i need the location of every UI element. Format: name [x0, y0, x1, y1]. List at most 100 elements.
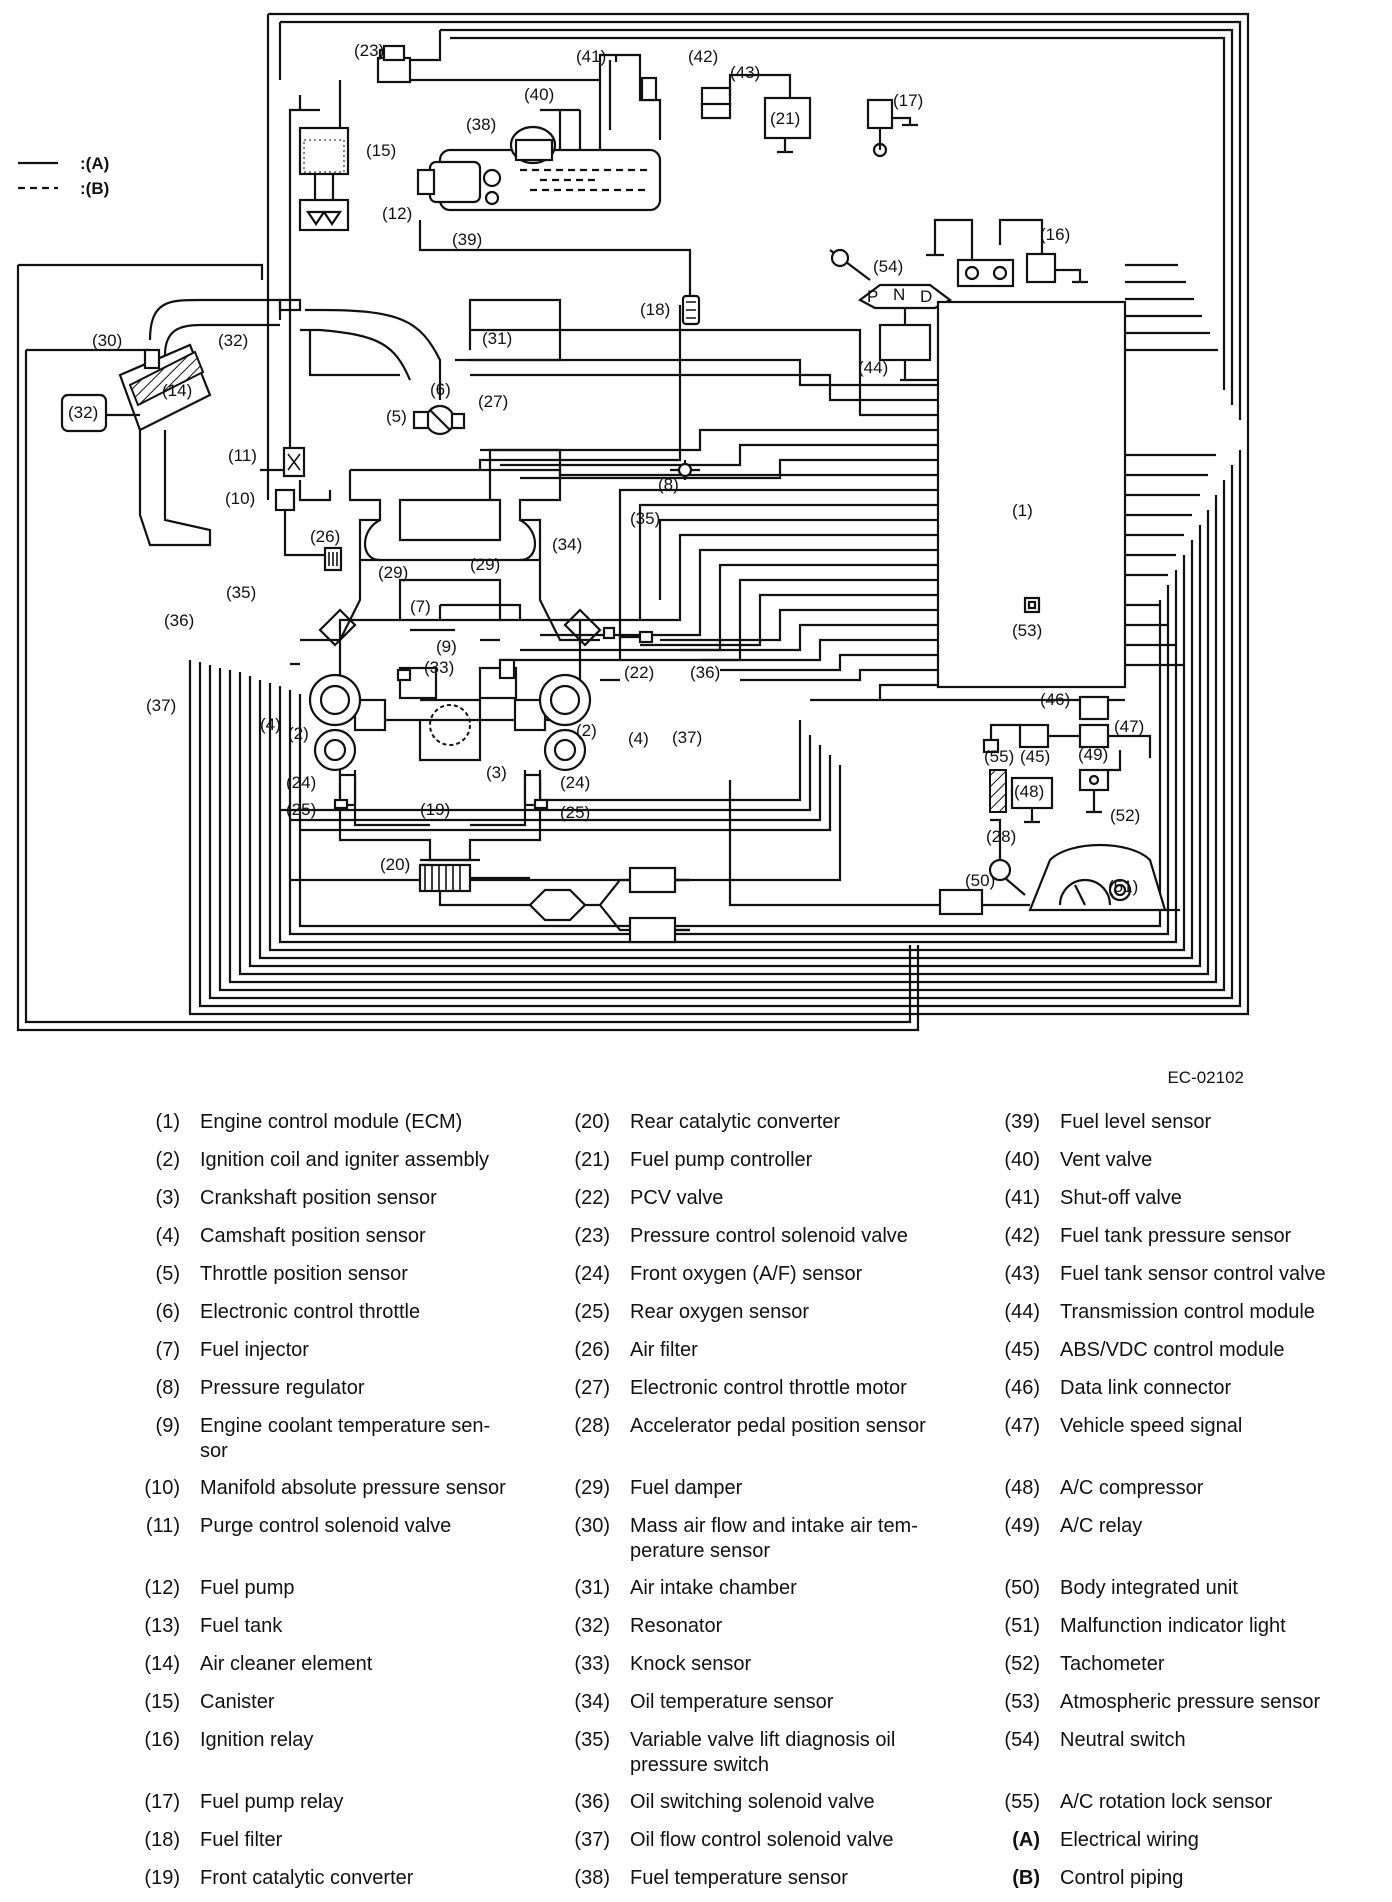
- fuel-pump-relay: [866, 98, 918, 158]
- callout-43: (43): [730, 63, 760, 82]
- callout-54: (54): [873, 257, 903, 276]
- legend-text: A/C relay: [1060, 1515, 1143, 1537]
- legend-number: (17): [144, 1791, 180, 1813]
- legend-text: Fuel pump relay: [200, 1791, 344, 1813]
- legend-number: (22): [574, 1187, 610, 1209]
- legend-text: Ignition coil and igniter assembly: [200, 1149, 490, 1171]
- legend-text: Throttle position sensor: [200, 1263, 408, 1285]
- legend-number: (42): [1004, 1225, 1040, 1247]
- fuel-filter: [681, 294, 701, 326]
- ignition-relay: [998, 218, 1088, 284]
- callout-30: (30): [92, 331, 122, 350]
- legend-text: Fuel injector: [200, 1339, 309, 1361]
- legend-number: (47): [1004, 1415, 1040, 1437]
- key-label-b: :(B): [80, 179, 109, 198]
- manifold-absolute-pressure-sensor: [274, 488, 325, 557]
- legend-item: (14)Air cleaner element: [120, 1652, 520, 1677]
- legend-number: (39): [1004, 1111, 1040, 1133]
- legend-number: (9): [155, 1415, 180, 1437]
- legend-item: (9) Engine coolant temperature sen- sor: [120, 1414, 520, 1464]
- callout-55: (55): [984, 747, 1014, 766]
- legend-item: (41)Shut-off valve: [980, 1186, 1380, 1211]
- legend-number: (19): [144, 1867, 180, 1889]
- legend-item: (23)Pressure control solenoid valve: [550, 1224, 950, 1249]
- legend-number: (12): [144, 1577, 180, 1599]
- callout-10: (10): [225, 489, 255, 508]
- oil-sensors: [290, 626, 654, 682]
- callout-2-left: (2): [288, 724, 309, 743]
- electronic-control-throttle: [412, 404, 466, 436]
- legend-item: (24)Front oxygen (A/F) sensor: [550, 1262, 950, 1287]
- callout-50: (50): [965, 871, 995, 890]
- legend-item: (27)Electronic control throttle motor: [550, 1376, 950, 1401]
- legend-text: Vent valve: [1060, 1149, 1153, 1171]
- callout-35-right: (35): [630, 509, 660, 528]
- legend-text: Fuel temperature sensor: [630, 1867, 848, 1889]
- transmission-control-module: [878, 323, 938, 382]
- legend-item: (10)Manifold absolute pressure sensor: [120, 1476, 520, 1501]
- callout-28: (28): [986, 827, 1016, 846]
- legend-text: Vehicle speed signal: [1060, 1415, 1243, 1437]
- legend-text: Oil temperature sensor: [630, 1691, 834, 1713]
- legend-item: (54)Neutral switch: [980, 1728, 1380, 1753]
- legend-text: Resonator: [630, 1615, 723, 1637]
- lower-right-modules: [982, 695, 1152, 824]
- legend-item: (28)Accelerator pedal position sensor: [550, 1414, 950, 1439]
- legend-item: (40)Vent valve: [980, 1148, 1380, 1173]
- callout-53: (53): [1012, 621, 1042, 640]
- legend-text: Knock sensor: [630, 1653, 752, 1675]
- legend-number: (41): [1004, 1187, 1040, 1209]
- callout-33: (33): [424, 658, 454, 677]
- legend-number: (52): [1004, 1653, 1040, 1675]
- legend-text: Control piping: [1060, 1867, 1184, 1889]
- legend-text: Fuel damper: [630, 1477, 743, 1499]
- legend-text: Mass air flow and intake air tem- peratu…: [630, 1515, 918, 1562]
- callout-40: (40): [524, 85, 554, 104]
- engine-system-diagram: :(A) :(B): [16, 12, 1250, 1032]
- callout-6: (6): [430, 380, 451, 399]
- engine: [300, 468, 600, 772]
- callout-7: (7): [410, 597, 431, 616]
- legend-number: (2): [155, 1149, 180, 1171]
- callout-32-left: (32): [68, 403, 98, 422]
- callout-52: (52): [1110, 806, 1140, 825]
- legend-text: A/C compressor: [1060, 1477, 1204, 1499]
- legend-item: (16)Ignition relay: [120, 1728, 520, 1753]
- legend-text: Air cleaner element: [200, 1653, 373, 1675]
- legend-text: Fuel pump controller: [630, 1149, 813, 1171]
- legend-item: (43)Fuel tank sensor control valve: [980, 1262, 1380, 1287]
- legend-number: (23): [574, 1225, 610, 1247]
- legend-text: Electronic control throttle motor: [630, 1377, 907, 1399]
- callout-38: (38): [466, 115, 496, 134]
- legend-text: Camshaft position sensor: [200, 1225, 426, 1247]
- legend-text: Neutral switch: [1060, 1729, 1186, 1751]
- legend-number: (13): [144, 1615, 180, 1637]
- legend-item: (46)Data link connector: [980, 1376, 1380, 1401]
- legend-number: (51): [1004, 1615, 1040, 1637]
- component-legend: (1)Engine control module (ECM)(2)Ignitio…: [0, 1110, 1392, 1900]
- legend-item: (11)Purge control solenoid valve: [120, 1514, 520, 1539]
- callout-37-right: (37): [672, 728, 702, 747]
- callout-36-left: (36): [164, 611, 194, 630]
- legend-item: (25)Rear oxygen sensor: [550, 1300, 950, 1325]
- legend-text: Canister: [200, 1691, 275, 1713]
- legend-item: (21)Fuel pump controller: [550, 1148, 950, 1173]
- callout-21: (21): [770, 109, 800, 128]
- legend-item: (5)Throttle position sensor: [120, 1262, 520, 1287]
- canister: [298, 126, 350, 232]
- callout-29-right: (29): [470, 555, 500, 574]
- legend-text: Front catalytic converter: [200, 1867, 414, 1889]
- callout-31: (31): [482, 329, 512, 348]
- legend-text: Oil flow control solenoid valve: [630, 1829, 894, 1851]
- legend-text: Fuel tank sensor control valve: [1060, 1263, 1326, 1285]
- legend-text: Engine coolant temperature sen- sor: [200, 1415, 491, 1462]
- callout-29-left: (29): [378, 563, 408, 582]
- callout-12: (12): [382, 204, 412, 223]
- legend-item: (35)Variable valve lift diagnosis oil pr…: [550, 1728, 950, 1778]
- callout-47: (47): [1114, 717, 1144, 736]
- legend-item: (30)Mass air flow and intake air tem- pe…: [550, 1514, 950, 1564]
- legend-number: (11): [145, 1515, 180, 1537]
- fuel-tank: [416, 80, 662, 212]
- callout-3: (3): [486, 763, 507, 782]
- legend-number: (24): [574, 1263, 610, 1285]
